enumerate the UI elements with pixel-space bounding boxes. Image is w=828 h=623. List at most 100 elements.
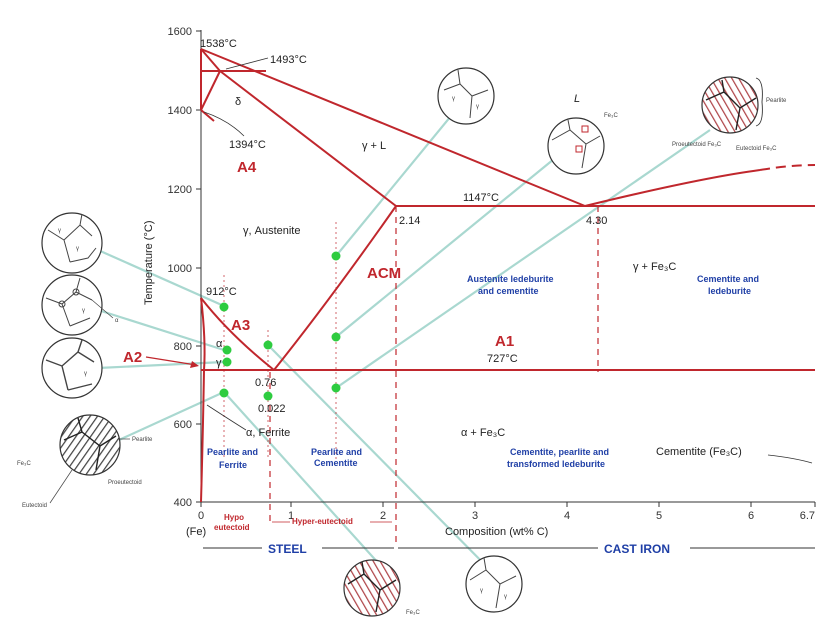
label-delta: δ <box>235 96 241 108</box>
region-cementite-ledeburite-2: ledeburite <box>708 286 751 296</box>
region-pearlite-cementite-2: Cementite <box>314 458 358 468</box>
y-tick-label: 1600 <box>168 26 192 38</box>
svg-text:γ: γ <box>452 96 455 102</box>
svg-text:γ: γ <box>58 228 61 234</box>
svg-text:γ: γ <box>84 371 87 377</box>
label-hypo-2: eutectoid <box>214 523 250 532</box>
label-steel: STEEL <box>268 542 307 556</box>
region-pearlite-ferrite-1: Pearlite and <box>207 447 258 457</box>
label-727: 727°C <box>487 353 518 365</box>
marker-hyper-mid <box>331 332 341 342</box>
marker-hypo-eut <box>222 357 232 367</box>
svg-text:γ: γ <box>480 588 483 594</box>
svg-text:Pearlite: Pearlite <box>766 98 787 104</box>
label-liquid: L <box>574 93 580 105</box>
label-hyper: Hyper-eutectoid <box>292 517 353 526</box>
label-gamma-small: γ <box>216 357 222 369</box>
y-tick-label: 400 <box>174 497 192 509</box>
label-a2: A2 <box>123 349 142 366</box>
marker-hypo-high <box>219 302 229 312</box>
origin-label: (Fe) <box>186 526 206 538</box>
svg-text:γ: γ <box>76 246 79 252</box>
y-tick-label: 1200 <box>168 184 192 196</box>
svg-text:Proeutectoid Fe₃C: Proeutectoid Fe₃C <box>672 142 722 148</box>
label-a3: A3 <box>231 317 250 334</box>
label-1538: 1538°C <box>200 38 237 50</box>
y-tick-label: 600 <box>174 419 192 431</box>
label-gamma-l: γ + L <box>362 140 386 152</box>
region-cementite-pearlite-2: transformed ledeburite <box>507 459 605 469</box>
region-austenite-ledeburite-2: and cementite <box>478 286 539 296</box>
micro-ferrite-grains: γ <box>41 337 103 399</box>
phase-boundaries <box>200 48 816 503</box>
x-tick-label: 0 <box>198 510 204 522</box>
region-pearlite-ferrite-2: Ferrite <box>219 460 247 470</box>
label-ferrite: α, Ferrite <box>246 427 290 439</box>
x-tick-label: 5 <box>656 510 662 522</box>
region-pearlite-cementite-1: Pearlite and <box>311 447 362 457</box>
label-gamma-fe3c: γ + Fe₃C <box>633 261 676 273</box>
svg-text:Pearlite: Pearlite <box>132 437 153 443</box>
micro-austenite-grains: γ γ <box>41 212 103 274</box>
leader-1493 <box>225 57 269 70</box>
y-tick-label: 1000 <box>168 263 192 275</box>
label-acm: ACM <box>367 265 401 282</box>
micro-hyper-pearlite: Fe₃C <box>343 559 420 617</box>
label-0-76: 0.76 <box>255 377 276 389</box>
label-hypo-1: Hypo <box>224 513 244 522</box>
marker-hyper-high <box>331 251 341 261</box>
region-austenite-ledeburite-1: Austenite ledeburite <box>467 274 554 284</box>
label-1493: 1493°C <box>270 54 307 66</box>
svg-text:Proeutectoid: Proeutectoid <box>108 480 142 486</box>
x-tick-label: 4 <box>564 510 570 522</box>
micro-ferrite-nucleation: γ α <box>41 274 119 336</box>
x-tick-label: 3 <box>472 510 478 522</box>
svg-text:Fe₃C: Fe₃C <box>17 461 31 467</box>
label-1394: 1394°C <box>229 139 266 151</box>
label-4-30: 4.30 <box>586 215 607 227</box>
label-2-14: 2.14 <box>399 215 420 227</box>
svg-text:Fe₃C: Fe₃C <box>406 610 420 616</box>
label-1147: 1147°C <box>463 192 499 204</box>
marker-hyper-low <box>331 383 341 393</box>
leader-cementite <box>767 454 813 464</box>
svg-text:Eutectoid Fe₃C: Eutectoid Fe₃C <box>736 146 777 152</box>
micro-liquid-austenite: γ γ <box>437 67 495 125</box>
label-cast-iron: CAST IRON <box>604 542 670 556</box>
svg-text:γ: γ <box>476 104 479 110</box>
y-axis-label: Temperature (°C) <box>143 221 155 305</box>
label-0-022: 0.022 <box>258 403 286 415</box>
micro-eutectoid-fe3c: Pearlite Proeutectoid Fe₃C Eutectoid Fe₃… <box>672 76 787 152</box>
y-tick-label: 1400 <box>168 105 192 117</box>
svg-text:Eutectoid: Eutectoid <box>22 503 47 509</box>
marker-hypo-mid <box>222 345 232 355</box>
marker-eutectoid-high <box>263 340 273 350</box>
region-cementite-ledeburite-1: Cementite and <box>697 274 759 284</box>
svg-text:γ: γ <box>504 594 507 600</box>
marker-hypo-low <box>219 388 229 398</box>
label-alpha: α <box>216 338 223 350</box>
svg-text:α: α <box>115 318 119 324</box>
x-tick-label: 2 <box>380 510 386 522</box>
x-tick-label: 1 <box>288 510 294 522</box>
leader-ferrite <box>206 404 247 431</box>
x-tick-label: 6 <box>748 510 754 522</box>
svg-text:γ: γ <box>82 308 85 314</box>
label-a1: A1 <box>495 333 514 350</box>
arrow-a2-head <box>190 361 199 368</box>
y-tick-label: 800 <box>174 341 192 353</box>
micro-pearlite-ferrite: Pearlite Fe₃C Proeutectoid Eutectoid <box>17 414 153 509</box>
label-alpha-fe3c: α + Fe₃C <box>461 427 505 439</box>
marker-eutectoid-low <box>263 391 273 401</box>
x-axis-label: Composition (wt% C) <box>445 526 548 538</box>
micro-hyper-austenite: γ γ <box>465 555 523 613</box>
region-cementite-pearlite-1: Cementite, pearlite and <box>510 447 609 457</box>
alloy-markers <box>219 251 341 401</box>
label-912: 912°C <box>206 286 237 298</box>
micro-liquid-fe3c: Fe₃C <box>547 113 618 175</box>
svg-text:Fe₃C: Fe₃C <box>604 113 618 119</box>
label-austenite: γ, Austenite <box>243 225 300 237</box>
label-cementite-fe3c: Cementite (Fe₃C) <box>656 446 742 458</box>
